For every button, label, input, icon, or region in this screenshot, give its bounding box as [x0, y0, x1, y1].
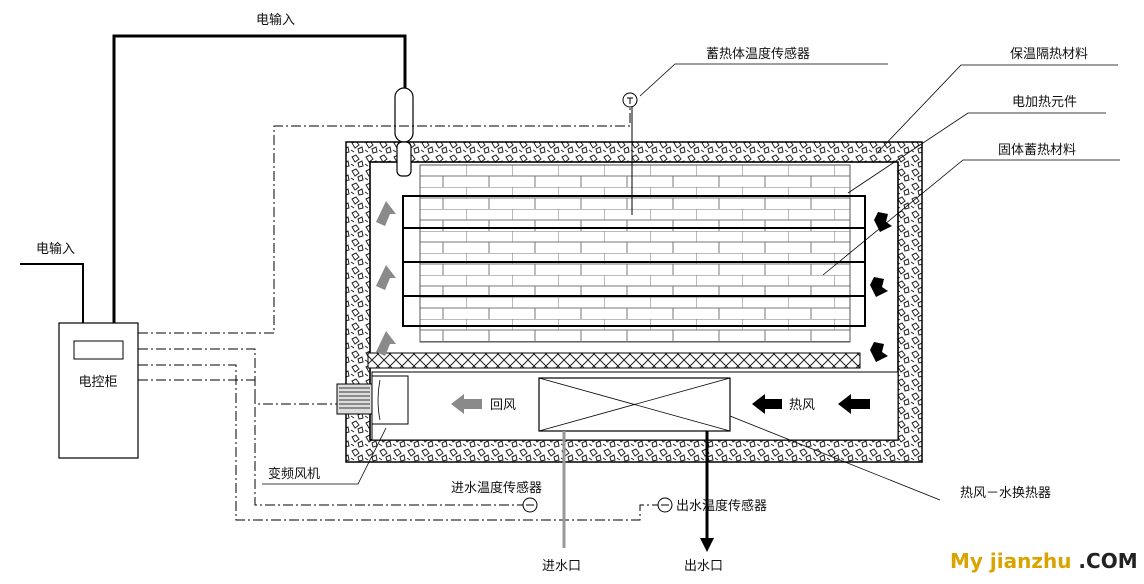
water-outlet-label: 出水口: [684, 559, 723, 574]
solid-storage-label: 固体蓄热材料: [998, 143, 1076, 158]
vfd-fan: [336, 375, 409, 425]
hot-air-arrow-icon: [752, 394, 782, 414]
control-cabinet: 电控柜: [58, 322, 139, 459]
control-cabinet-label: 电控柜: [78, 375, 117, 390]
airflow-arrows: [376, 201, 892, 414]
cabinet-display: [73, 340, 124, 360]
watermark: My jianzhu .COM: [950, 549, 1138, 573]
inlet-temp-sensor-label: 进水温度传感器: [451, 480, 542, 496]
power-wires: [20, 34, 414, 323]
return-air-arrow-icon: [451, 394, 482, 414]
down-arrow-icon: [870, 212, 892, 362]
outlet-temp-sensor-label: 出水温度传感器: [676, 498, 767, 514]
insulation-label: 保温隔热材料: [1010, 47, 1088, 62]
outlet-arrow-icon: [700, 538, 714, 552]
water-inlet-label: 进水口: [542, 559, 581, 574]
watermark-main: My jianzhu: [950, 549, 1071, 573]
solid-storage-block: [419, 164, 851, 343]
up-arrow-icon: [376, 201, 396, 356]
hot-air-arrow-icon-2: [838, 394, 870, 414]
heat-exchanger: [538, 377, 731, 432]
heat-exchanger-label: 热风－水换热器: [960, 486, 1051, 501]
vfd-fan-label: 变频风机: [268, 466, 320, 482]
power-input-top-label: 电输入: [256, 12, 295, 28]
heater-elements: [402, 195, 866, 327]
power-input-left-label: 电输入: [36, 241, 75, 257]
water-pipes: [562, 431, 714, 552]
watermark-dot: .COM: [1071, 549, 1137, 573]
electric-heater-label: 电加热元件: [1012, 95, 1077, 110]
leader-lines: [262, 63, 1120, 501]
sensors: [522, 92, 673, 513]
return-air-label: 回风: [490, 398, 516, 413]
heater-terminal: [394, 87, 414, 143]
hot-air-label: 热风: [789, 398, 815, 413]
storage-temp-sensor-label: 蓄热体温度传感器: [706, 46, 810, 62]
separation-plate: [367, 352, 861, 369]
